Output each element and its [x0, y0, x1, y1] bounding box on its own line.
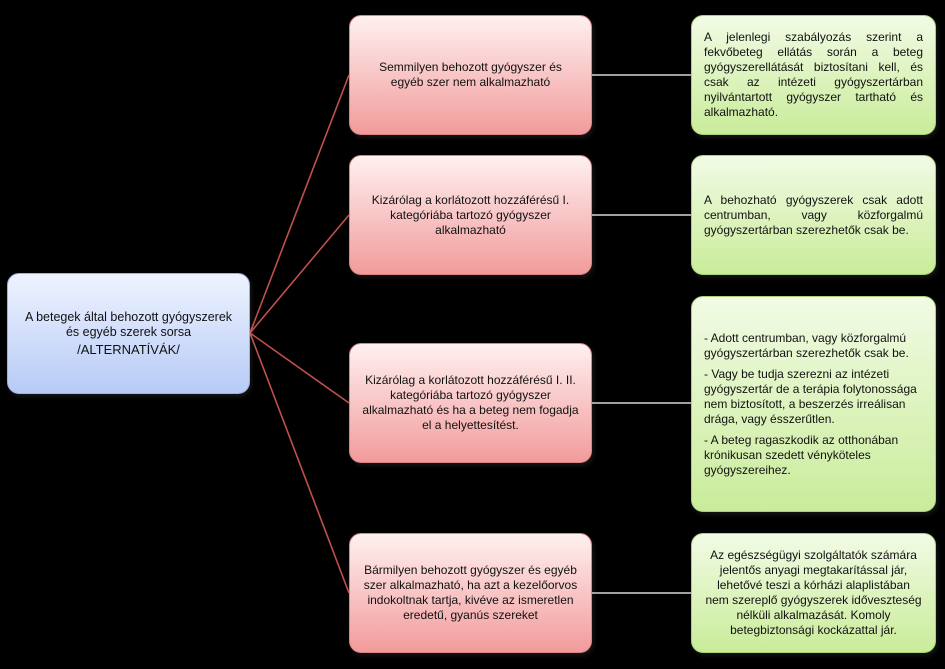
category-2-text: Kizárólag a korlátozott hozzáférésű I. k…	[371, 192, 570, 237]
root-node: A betegek által behozott gyógyszerek és …	[7, 273, 250, 394]
note-node-1: A jelenlegi szabályozás szerint a fekvőb…	[691, 15, 936, 135]
root-to-category-1-connector	[249, 74, 350, 334]
root-to-category-2-connector	[249, 214, 350, 334]
root-title: A betegek által behozott gyógyszerek és …	[24, 310, 233, 339]
note-node-4: Az egészségügyi szolgáltatók számára jel…	[691, 533, 936, 653]
category-4-text: Bármilyen behozott gyógyszer és egyéb sz…	[363, 563, 578, 622]
root-to-category-4-connector	[249, 332, 350, 594]
note-node-2: A behozható gyógyszerek csak adott centr…	[691, 155, 936, 275]
category-node-3: Kizárólag a korlátozott hozzáférésű I. I…	[349, 343, 592, 463]
note-2-text: A behozható gyógyszerek csak adott centr…	[704, 192, 923, 237]
category-node-1: Semmilyen behozott gyógyszer és egyéb sz…	[349, 15, 592, 135]
note-4-text: Az egészségügyi szolgáltatók számára jel…	[705, 548, 922, 637]
note-3-item: - Vagy be tudja szerezni az intézeti gyó…	[704, 366, 917, 426]
category-1-text: Semmilyen behozott gyógyszer és egyéb sz…	[379, 60, 562, 89]
category-node-2: Kizárólag a korlátozott hozzáférésű I. k…	[349, 155, 592, 275]
note-node-3: - Adott centrumban, vagy közforgalmú gyó…	[691, 296, 936, 512]
note-3-item: - Adott centrumban, vagy közforgalmú gyó…	[704, 330, 909, 360]
note-1-text: A jelenlegi szabályozás szerint a fekvőb…	[704, 30, 923, 119]
root-to-category-3-connector	[249, 332, 350, 404]
note-3-item: - A beteg ragaszkodik az otthonában krón…	[704, 432, 899, 477]
category-3-text: Kizárólag a korlátozott hozzáférésű I. I…	[362, 373, 579, 432]
category-node-4: Bármilyen behozott gyógyszer és egyéb sz…	[349, 533, 592, 653]
root-subtitle: /ALTERNATÍVÁK/	[77, 342, 180, 357]
